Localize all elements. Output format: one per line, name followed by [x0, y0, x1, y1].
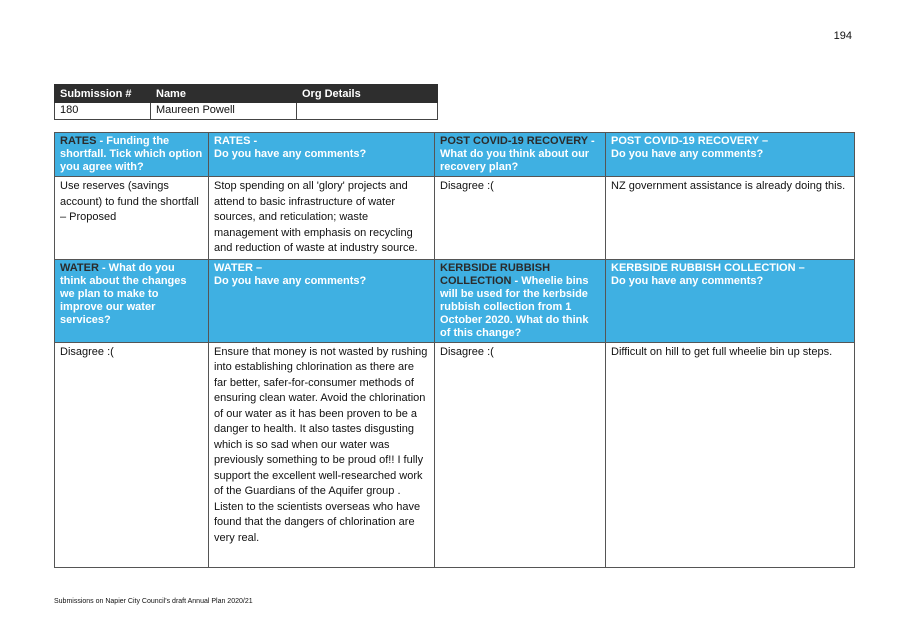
- rates-option-answer: Use reserves (savings account) to fund t…: [54, 176, 209, 260]
- org-details-header: Org Details: [296, 84, 438, 103]
- rates-comment-answer: Stop spending on all 'glory' projects an…: [208, 176, 435, 260]
- rates-comments-title: RATES -: [214, 135, 258, 147]
- covid-comment-answer: NZ government assistance is already doin…: [605, 176, 855, 260]
- covid-comments-prompt: Do you have any comments?: [611, 148, 764, 160]
- water-comment-answer: Ensure that money is not wasted by rushi…: [208, 341, 435, 568]
- kerbside-comments-prompt: Do you have any comments?: [611, 274, 764, 287]
- kerbside-comments-title: KERBSIDE RUBBISH COLLECTION –: [611, 261, 805, 274]
- submission-value-row: 180 Maureen Powell: [54, 102, 438, 120]
- kerbside-change-answer: Disagree :(: [434, 341, 606, 568]
- covid-plan-question: POST COVID-19 RECOVERY - What do you thi…: [434, 132, 606, 177]
- name-header: Name: [150, 84, 297, 103]
- submission-responses-table: RATES - Funding the shortfall. Tick whic…: [54, 132, 855, 568]
- submitter-name: Maureen Powell: [150, 102, 297, 120]
- water-changes-accent: WATER: [60, 261, 99, 274]
- section2-answer-row: Disagree :( Ensure that money is not was…: [54, 341, 855, 568]
- kerbside-change-question: KERBSIDE RUBBISH COLLECTION - Wheelie bi…: [434, 258, 606, 343]
- covid-plan-accent: POST COVID-19 RECOVERY: [440, 135, 588, 147]
- submission-details-table: Submission # Name Org Details 180 Mauree…: [54, 84, 438, 120]
- water-comments-title: WATER –: [214, 261, 263, 274]
- rates-comments-prompt: Do you have any comments?: [214, 148, 367, 160]
- water-comments-prompt: Do you have any comments?: [214, 274, 367, 287]
- covid-comments-question: POST COVID-19 RECOVERY – Do you have any…: [605, 132, 855, 177]
- water-changes-question: WATER - What do you think about the chan…: [54, 258, 209, 343]
- covid-plan-text: - What do you think about our recovery p…: [440, 135, 595, 173]
- kerbside-change-text: - Wheelie bins will be used for the kerb…: [440, 274, 589, 339]
- covid-comments-title: POST COVID-19 RECOVERY –: [611, 135, 769, 147]
- submission-header-row: Submission # Name Org Details: [54, 84, 438, 103]
- covid-plan-answer: Disagree :(: [434, 176, 606, 260]
- section1-answer-row: Use reserves (savings account) to fund t…: [54, 176, 855, 260]
- submission-number-header: Submission #: [54, 84, 151, 103]
- kerbside-comment-answer: Difficult on hill to get full wheelie bi…: [605, 341, 855, 568]
- section2-header-row: WATER - What do you think about the chan…: [54, 258, 855, 343]
- submission-number: 180: [54, 102, 151, 120]
- kerbside-comments-question: KERBSIDE RUBBISH COLLECTION – Do you hav…: [605, 258, 855, 343]
- rates-funding-text: - Funding the shortfall. Tick which opti…: [60, 135, 203, 173]
- water-changes-text: - What do you think about the changes we…: [60, 261, 187, 326]
- water-changes-answer: Disagree :(: [54, 341, 209, 568]
- rates-funding-question: RATES - Funding the shortfall. Tick whic…: [54, 132, 209, 177]
- rates-comments-question: RATES - Do you have any comments?: [208, 132, 435, 177]
- org-details: [296, 102, 438, 120]
- page-number: 194: [833, 30, 852, 42]
- water-comments-question: WATER – Do you have any comments?: [208, 258, 435, 343]
- document-footer: Submissions on Napier City Council's dra…: [54, 598, 253, 605]
- rates-funding-accent: RATES: [60, 135, 97, 147]
- kerbside-change-accent: KERBSIDE RUBBISH COLLECTION: [440, 261, 551, 287]
- section1-header-row: RATES - Funding the shortfall. Tick whic…: [54, 132, 855, 177]
